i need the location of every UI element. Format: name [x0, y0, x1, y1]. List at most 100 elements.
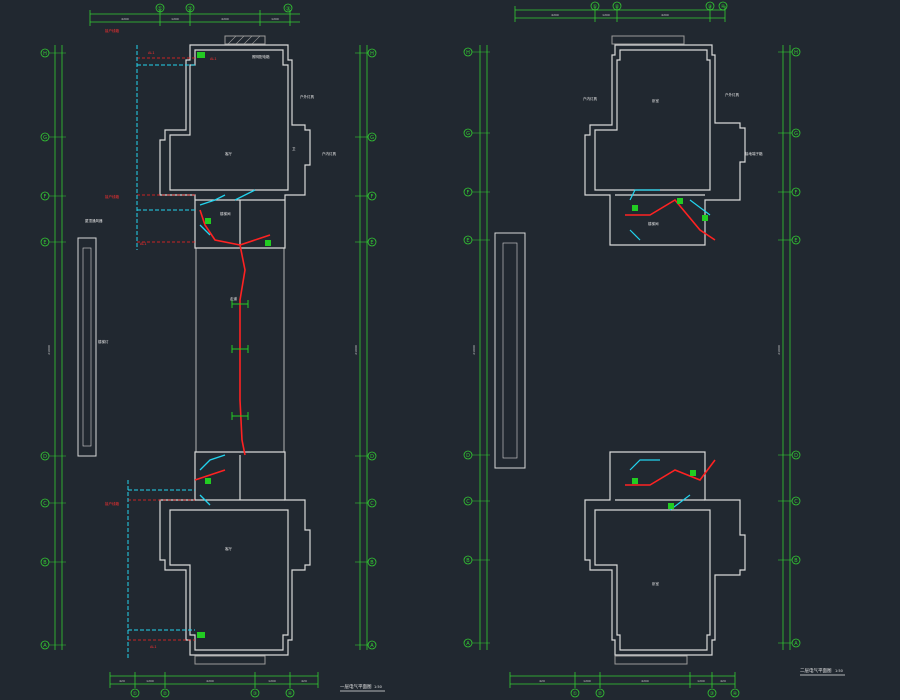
left-axis-F: F [44, 194, 47, 200]
right-axis-ticks [472, 51, 792, 644]
left-cable-ticks [231, 300, 249, 420]
left-red-label-4: 接户线箱 [105, 194, 119, 199]
left-dim-top-2: 1200 [171, 17, 179, 21]
left-room-label-5: 卫 [292, 147, 296, 151]
left-room-label-1: 客厅 [225, 151, 232, 156]
left-bottom-axis-1: ① [133, 691, 138, 697]
left-plan-title: 一层电气平面图 [340, 683, 372, 690]
left-axis-E: E [43, 240, 46, 246]
right-bottom-dimension-chain [509, 672, 740, 698]
left-side-dimension-lines [54, 45, 368, 650]
left-red-label-7: AL1 [150, 645, 157, 649]
right-plan-scale: 1:50 [835, 669, 843, 673]
plan-right: ① ② ③ ④ 4200 1200 4200 21000 21000 [463, 1, 845, 698]
right-lower-house-walls [584, 451, 746, 656]
right-upper-hatch [611, 35, 685, 45]
left-plan-scale: 1:50 [374, 685, 382, 689]
right-room-label-3: 楼梯间 [648, 221, 659, 226]
left-bottom-axis-3: ③ [253, 691, 257, 697]
left-axis-E-r: E [370, 240, 373, 246]
right-axis-B-r: B [794, 558, 798, 564]
left-red-label-3: AL1 [210, 57, 217, 61]
left-corridor [195, 248, 285, 452]
right-room-label-1: 卧室 [652, 98, 660, 103]
left-axis-D: D [43, 454, 47, 460]
right-axis-E-r: E [794, 238, 797, 244]
right-cyan-wiring [629, 189, 711, 511]
right-dim-top-2: 1200 [602, 13, 610, 17]
left-dim-top-3: 4200 [221, 17, 229, 21]
left-note-5: 楼梯灯 [98, 339, 109, 344]
left-axis-F-r: F [371, 194, 374, 200]
left-room-label-3: 楼梯间 [220, 211, 231, 216]
left-room-label-4: 走道 [230, 296, 237, 301]
left-note-4: 户内灯具 [322, 151, 336, 156]
left-note-2: 屋顶通风器 [85, 218, 103, 223]
right-side-total-dim-right: 21000 [777, 345, 781, 355]
left-cyan-solid [199, 189, 256, 506]
right-upper-house-walls [584, 44, 746, 246]
left-lower-hatch [194, 655, 266, 665]
left-top-axis-3: ③ [285, 6, 290, 13]
left-cyan-wiring [127, 45, 195, 660]
left-room-label-2: 客厅 [225, 546, 232, 551]
left-upper-hatch [224, 35, 266, 45]
left-dim-bottom-3: 4200 [206, 679, 214, 683]
right-top-axis-2: ② [615, 4, 620, 10]
left-axis-C: C [43, 501, 47, 507]
right-dim-bottom-3: 4200 [641, 679, 649, 683]
left-axis-B-r: B [370, 560, 374, 566]
left-bottom-axis-2: ② [163, 691, 168, 697]
left-dim-top-1: 4200 [121, 17, 129, 21]
left-axis-D-r: D [370, 454, 374, 460]
left-equipment [197, 52, 271, 638]
right-side-dimension-lines [479, 45, 791, 650]
left-axis-G-r: G [370, 135, 374, 141]
right-axis-C-r: C [794, 499, 798, 505]
left-side-column-inner [82, 247, 92, 447]
left-dim-bottom-5: 420 [301, 679, 307, 683]
left-axis-A: A [43, 643, 47, 649]
right-top-axis-1: ① [593, 4, 598, 10]
left-side-total-dim-right: 21000 [354, 345, 358, 355]
left-red-wiring [194, 209, 271, 481]
left-note-1: 照明配电箱 [252, 54, 270, 59]
right-dim-top-1: 4200 [551, 13, 559, 17]
right-red-wiring [625, 198, 716, 486]
left-axis-ticks [49, 52, 368, 646]
right-room-label-2: 卧室 [652, 581, 660, 586]
left-side-column [77, 237, 97, 457]
right-dim-bottom-4: 1200 [697, 679, 705, 683]
right-dim-top-3: 4200 [661, 13, 669, 17]
right-axis-D: D [466, 453, 470, 459]
right-axis-H: H [466, 50, 470, 56]
right-dim-bottom-2: 1200 [583, 679, 591, 683]
left-note-3: 户外灯具 [300, 94, 314, 99]
right-bottom-axis-4: ④ [733, 691, 738, 697]
left-axis-H-r: H [370, 51, 374, 57]
right-note-1: 户外灯具 [725, 92, 739, 97]
right-top-axis-3: ③ [708, 4, 712, 10]
left-bottom-axis-4: ④ [288, 691, 293, 697]
left-red-label-5: AL1 [140, 242, 147, 246]
left-axis-A-r: A [370, 643, 374, 649]
left-side-total-dim: 21000 [47, 345, 51, 355]
plan-left: ① ② ③ 4200 1200 4200 1200 21000 21000 H [40, 3, 385, 698]
left-bottom-dimension-chain [109, 672, 319, 698]
left-axis-C-r: C [370, 501, 374, 507]
right-note-2: 户内灯具 [583, 96, 597, 101]
right-lower-hatch [614, 655, 688, 665]
left-top-axis-2: ② [187, 6, 193, 13]
right-axis-B: B [466, 558, 470, 564]
right-axis-H-r: H [794, 50, 798, 56]
left-axis-B: B [43, 560, 47, 566]
right-dim-bottom-5: 420 [720, 679, 726, 683]
right-axis-F-r: F [795, 190, 798, 196]
right-bottom-axis-2: ② [598, 691, 603, 697]
right-axis-G-r: G [794, 131, 798, 137]
right-axis-G: G [466, 131, 470, 137]
right-note-3: 接地端子箱 [745, 151, 763, 156]
left-red-label-2: AL1 [148, 51, 155, 55]
right-axis-A-r: A [794, 641, 798, 647]
